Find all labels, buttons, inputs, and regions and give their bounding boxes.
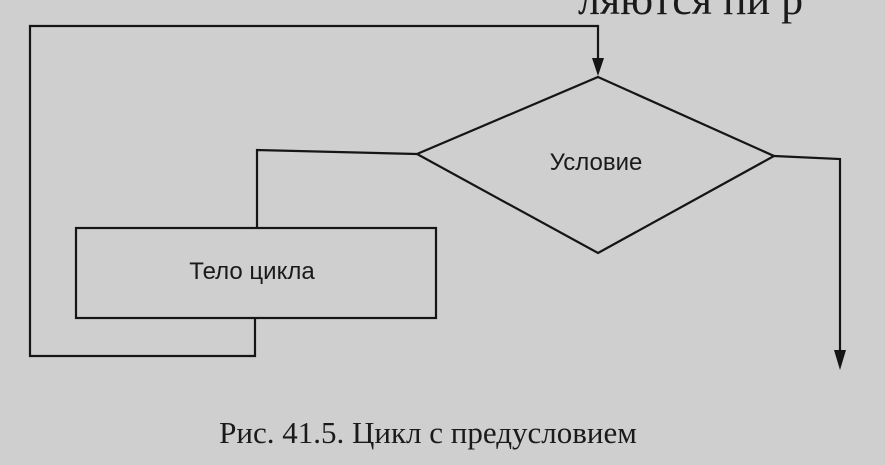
condition-label: Условие [550,149,643,176]
loop-body-box [74,226,438,320]
exit-arrowhead-icon [834,350,846,370]
loop-arrowhead-icon [592,58,604,76]
top-text-fragment: ляются пи р [578,0,803,24]
loop-body-label: Тело цикла [189,258,315,285]
condition-to-body-connector [255,148,418,227]
loop-back-connector [28,24,600,358]
figure-caption: Рис. 41.5. Цикл с предусловием [219,415,637,450]
exit-connector [773,154,842,352]
condition-diamond [414,75,777,255]
